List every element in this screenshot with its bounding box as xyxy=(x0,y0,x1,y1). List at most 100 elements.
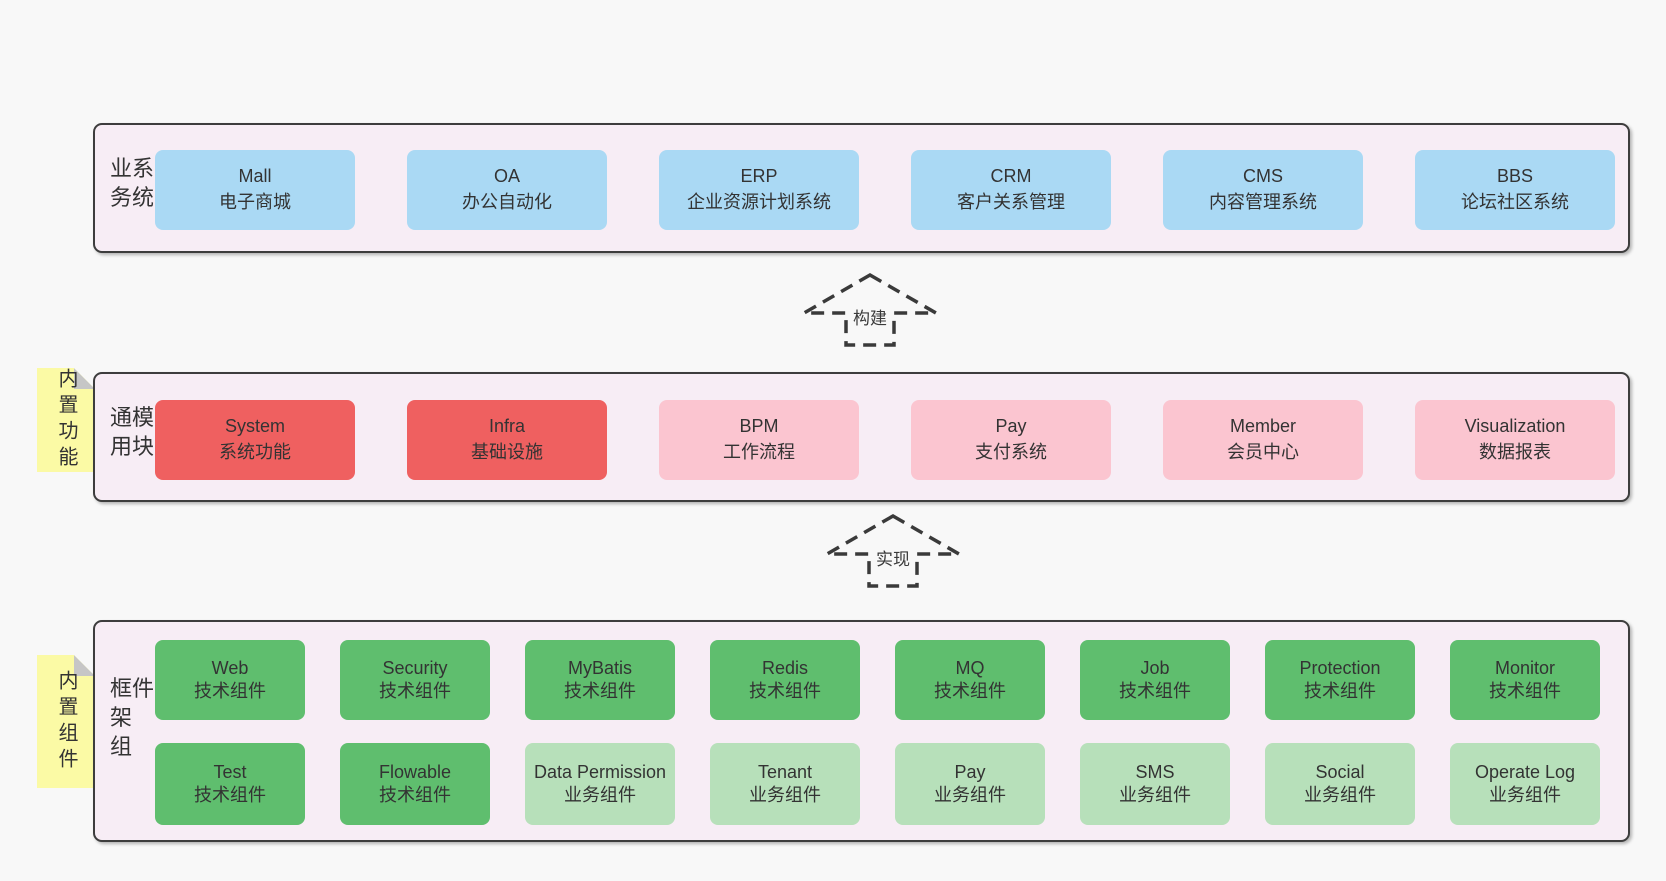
dashed-up-arrow-icon xyxy=(823,513,963,588)
box-subtitle: 内容管理系统 xyxy=(1209,192,1317,212)
box-title: Job xyxy=(1140,657,1170,678)
box-title: MyBatis xyxy=(567,657,632,678)
box-subtitle: 技术组件 xyxy=(194,681,266,701)
box-title: ERP xyxy=(740,166,778,187)
box-title: Visualization xyxy=(1464,416,1566,437)
business-boxes-row: Mall 电子商城 OA 办公自动化 ERP 企业资源计划系统 CRM 客户关系… xyxy=(155,150,1615,230)
box-job: Job 技术组件 xyxy=(1080,640,1230,720)
box-subtitle: 业务组件 xyxy=(934,785,1006,805)
box-subtitle: 基础设施 xyxy=(471,442,543,462)
layer-label-framework: 框架组件 xyxy=(107,676,154,764)
arrow-up-implement: 实现 xyxy=(823,513,963,589)
note-fold-icon xyxy=(74,655,95,676)
box-title: System xyxy=(224,416,285,437)
box-title: Protection xyxy=(1299,657,1381,678)
box-mall: Mall 电子商城 xyxy=(155,150,355,230)
box-subtitle: 业务组件 xyxy=(1304,785,1376,805)
box-title: Flowable xyxy=(378,761,452,782)
box-title: BBS xyxy=(1496,166,1534,187)
common-modules-layer: 通用模块 System 系统功能 Infra 基础设施 BPM 工作流程 Pay… xyxy=(93,372,1630,502)
box-mybatis: MyBatis 技术组件 xyxy=(525,640,675,720)
box-subtitle: 企业资源计划系统 xyxy=(687,192,831,212)
box-title: Tenant xyxy=(757,761,813,782)
box-bbs: BBS 论坛社区系统 xyxy=(1415,150,1615,230)
box-subtitle: 技术组件 xyxy=(1304,681,1376,701)
box-subtitle: 业务组件 xyxy=(1119,785,1191,805)
modules-boxes-row: System 系统功能 Infra 基础设施 BPM 工作流程 Pay 支付系统… xyxy=(155,400,1615,480)
box-title: Security xyxy=(382,657,448,678)
arrow-label-build: 构建 xyxy=(850,303,890,330)
box-crm: CRM 客户关系管理 xyxy=(911,150,1111,230)
box-subtitle: 业务组件 xyxy=(564,785,636,805)
box-security: Security 技术组件 xyxy=(340,640,490,720)
box-subtitle: 数据报表 xyxy=(1479,442,1551,462)
box-title: Test xyxy=(213,761,247,782)
box-subtitle: 工作流程 xyxy=(723,442,795,462)
box-social: Social 业务组件 xyxy=(1265,743,1415,825)
box-title: Data Permission xyxy=(533,761,667,782)
box-erp: ERP 企业资源计划系统 xyxy=(659,150,859,230)
box-title: CMS xyxy=(1243,166,1283,187)
box-cms: CMS 内容管理系统 xyxy=(1163,150,1363,230)
box-title: Monitor xyxy=(1494,657,1556,678)
arrow-label-implement: 实现 xyxy=(873,544,913,571)
box-title: Pay xyxy=(954,761,986,782)
box-title: Infra xyxy=(488,416,526,437)
box-redis: Redis 技术组件 xyxy=(710,640,860,720)
box-subtitle: 电子商城 xyxy=(219,192,291,212)
box-bpm: BPM 工作流程 xyxy=(659,400,859,480)
box-subtitle: 支付系统 xyxy=(975,442,1047,462)
framework-components-layer: 框架组件 Web 技术组件 Security 技术组件 MyBatis 技术组件… xyxy=(93,620,1630,842)
box-title: Member xyxy=(1229,416,1296,437)
box-flowable: Flowable 技术组件 xyxy=(340,743,490,825)
box-test: Test 技术组件 xyxy=(155,743,305,825)
arrow-up-build: 构建 xyxy=(800,272,940,348)
box-subtitle: 客户关系管理 xyxy=(957,192,1065,212)
box-mq: MQ 技术组件 xyxy=(895,640,1045,720)
box-infra: Infra 基础设施 xyxy=(407,400,607,480)
box-subtitle: 技术组件 xyxy=(1489,681,1561,701)
box-subtitle: 技术组件 xyxy=(934,681,1006,701)
box-subtitle: 技术组件 xyxy=(194,785,266,805)
box-subtitle: 办公自动化 xyxy=(462,192,552,212)
business-systems-layer: 业务系统 Mall 电子商城 OA 办公自动化 ERP 企业资源计划系统 CRM… xyxy=(93,123,1630,253)
box-title: OA xyxy=(493,166,520,187)
box-title: Pay xyxy=(995,416,1027,437)
box-operate-log: Operate Log 业务组件 xyxy=(1450,743,1600,825)
sticky-note-built-in-features: 内置功能 xyxy=(37,368,95,472)
framework-row-2: Test 技术组件 Flowable 技术组件 Data Permission … xyxy=(155,743,1600,825)
box-title: Social xyxy=(1315,761,1365,782)
box-title: Mall xyxy=(238,166,272,187)
box-subtitle: 业务组件 xyxy=(1489,785,1561,805)
box-title: CRM xyxy=(990,166,1032,187)
layer-label-business: 业务系统 xyxy=(107,156,154,215)
box-title: BPM xyxy=(739,416,779,437)
box-title: MQ xyxy=(955,657,985,678)
box-subtitle: 系统功能 xyxy=(219,442,291,462)
box-subtitle: 会员中心 xyxy=(1227,442,1299,462)
box-title: Operate Log xyxy=(1474,761,1576,782)
box-title: Redis xyxy=(761,657,809,678)
box-monitor: Monitor 技术组件 xyxy=(1450,640,1600,720)
box-subtitle: 技术组件 xyxy=(749,681,821,701)
box-member: Member 会员中心 xyxy=(1163,400,1363,480)
box-title: SMS xyxy=(1135,761,1175,782)
box-pay-component: Pay 业务组件 xyxy=(895,743,1045,825)
box-system: System 系统功能 xyxy=(155,400,355,480)
sticky-note-built-in-components: 内置组件 xyxy=(37,655,95,788)
box-sms: SMS 业务组件 xyxy=(1080,743,1230,825)
box-protection: Protection 技术组件 xyxy=(1265,640,1415,720)
note-fold-icon xyxy=(74,368,95,389)
box-subtitle: 技术组件 xyxy=(1119,681,1191,701)
box-title: Web xyxy=(211,657,249,678)
box-subtitle: 技术组件 xyxy=(564,681,636,701)
layer-label-modules: 通用模块 xyxy=(107,405,154,464)
box-subtitle: 技术组件 xyxy=(379,681,451,701)
framework-row-1: Web 技术组件 Security 技术组件 MyBatis 技术组件 Redi… xyxy=(155,640,1600,720)
note-text: 内置功能 xyxy=(55,368,77,472)
box-tenant: Tenant 业务组件 xyxy=(710,743,860,825)
box-pay-system: Pay 支付系统 xyxy=(911,400,1111,480)
box-visualization: Visualization 数据报表 xyxy=(1415,400,1615,480)
box-subtitle: 业务组件 xyxy=(749,785,821,805)
box-subtitle: 技术组件 xyxy=(379,785,451,805)
